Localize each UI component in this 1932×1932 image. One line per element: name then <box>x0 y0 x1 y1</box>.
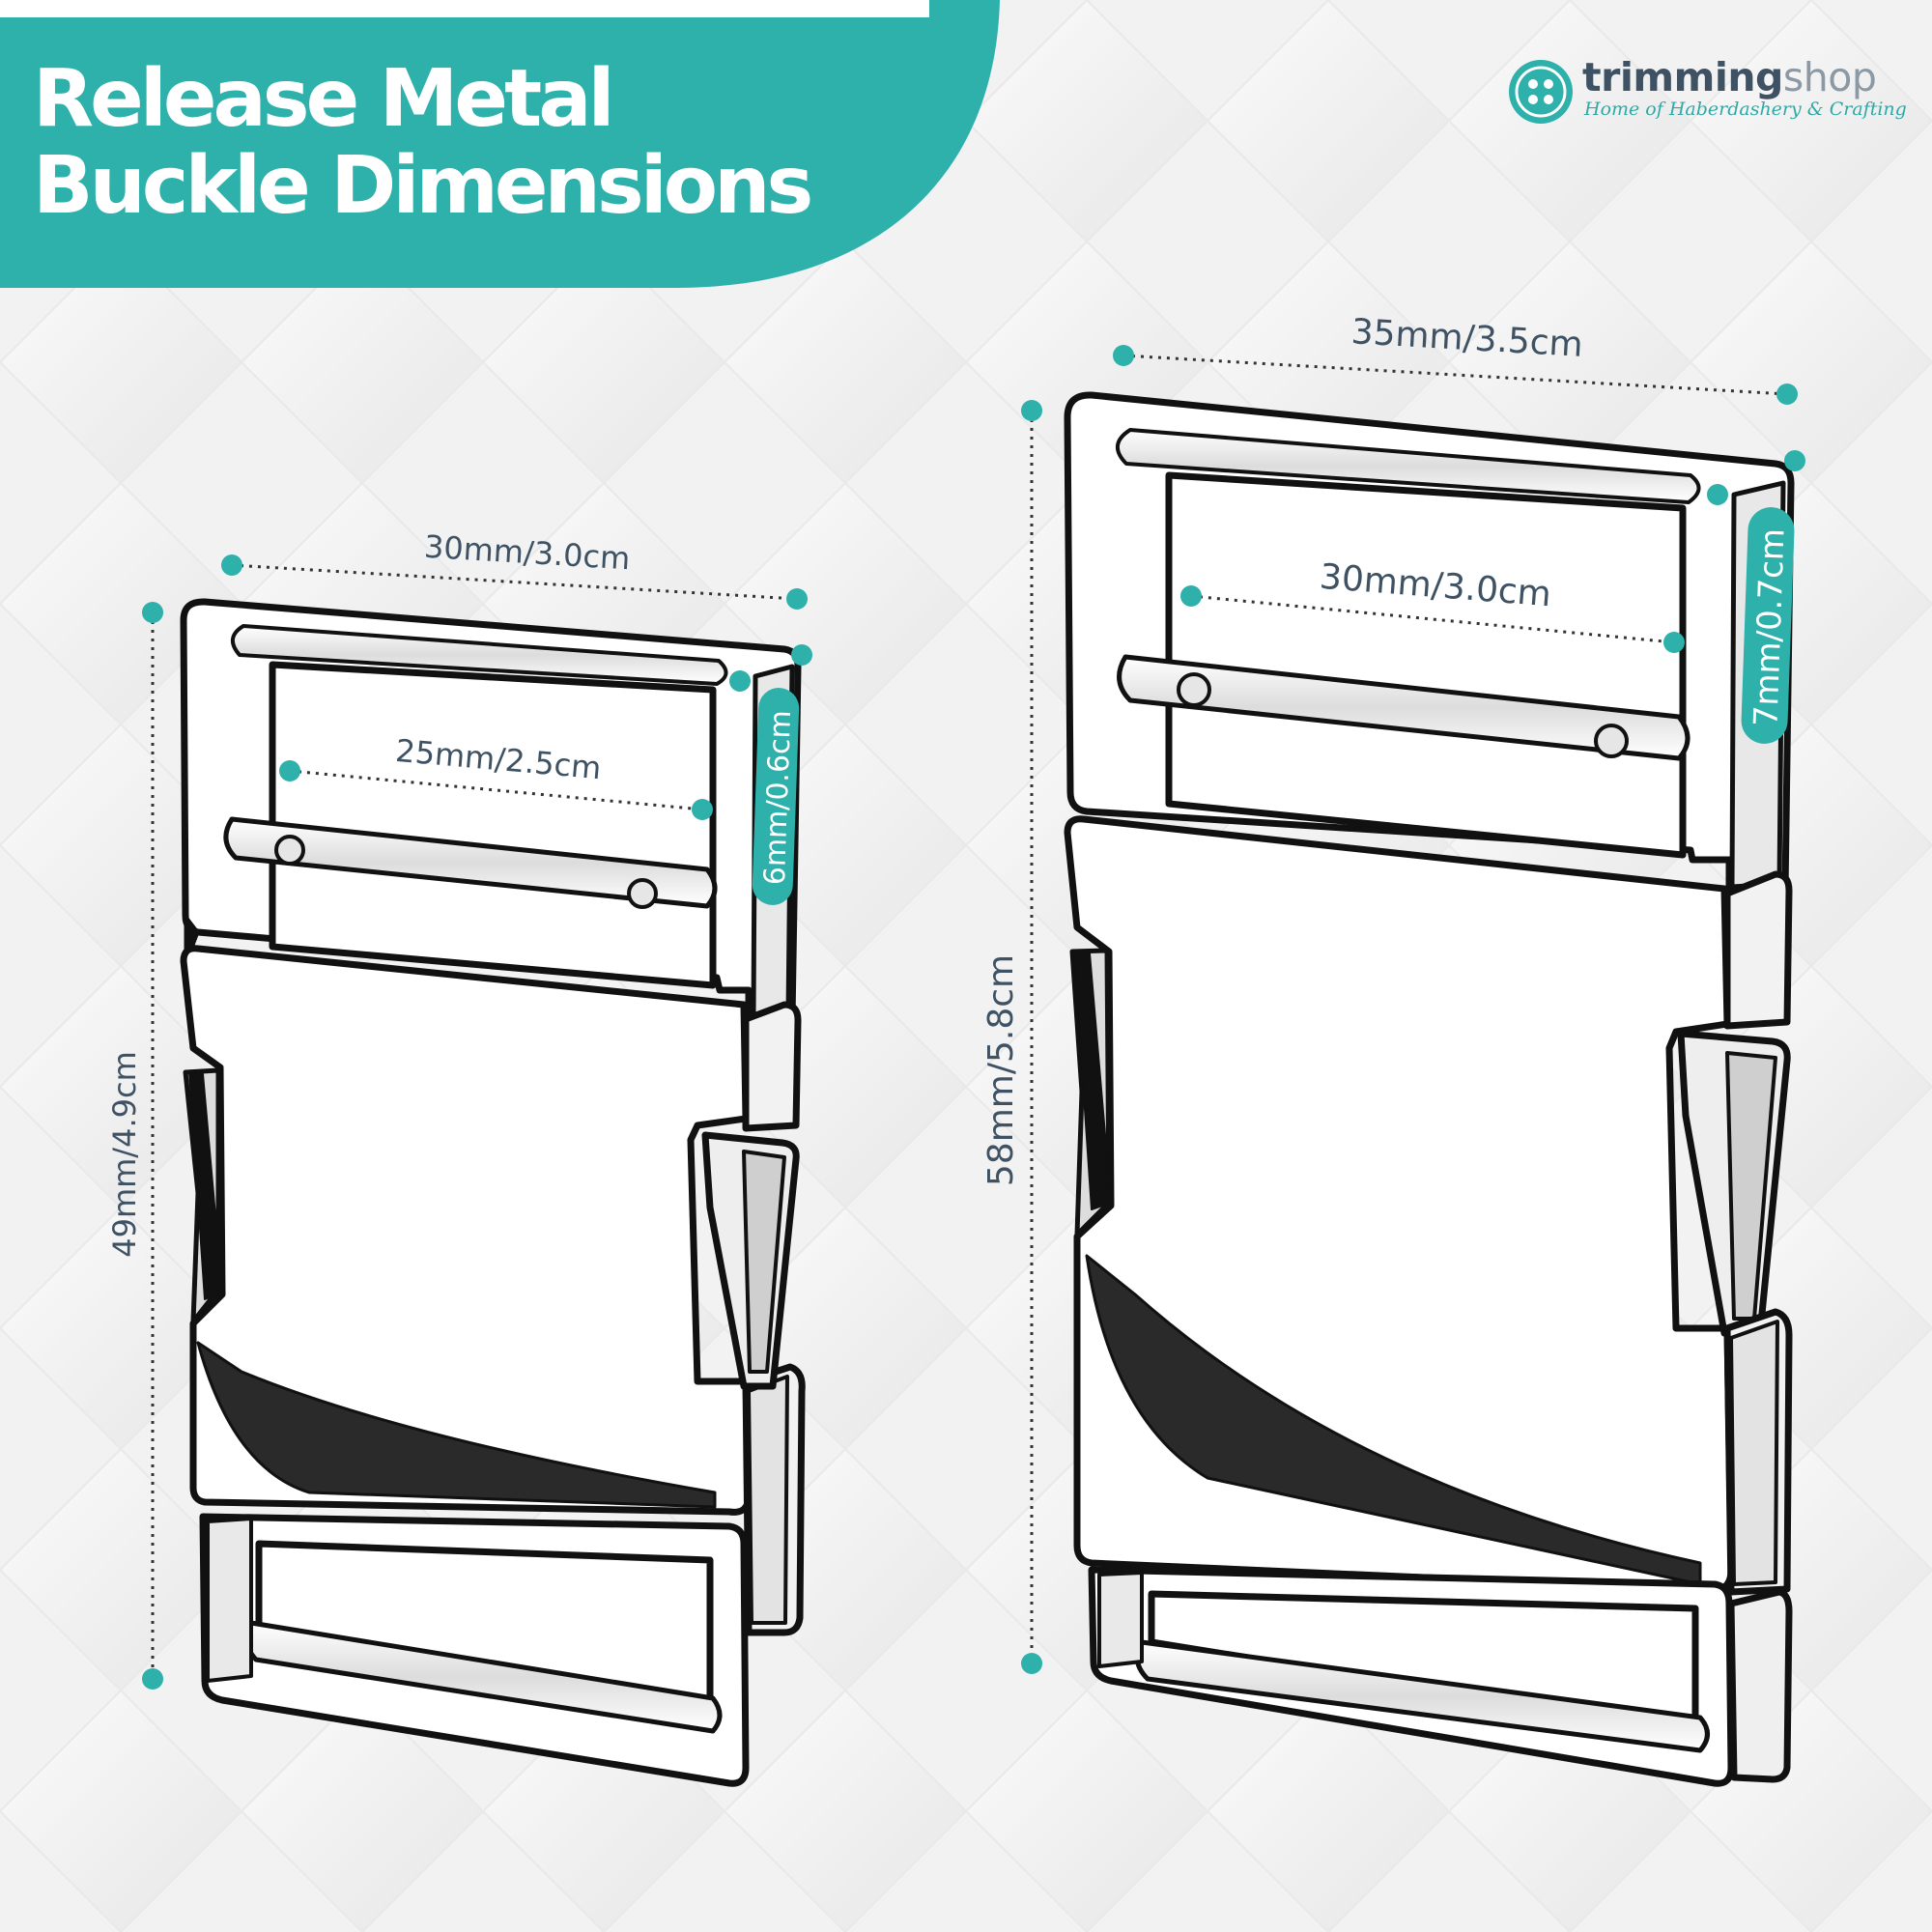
small-height-dot-top <box>142 602 163 623</box>
brand-tagline: Home of Haberdashery & Crafting <box>1584 99 1907 120</box>
small-width-dot-left <box>221 554 242 576</box>
button-logo-icon <box>1509 60 1573 124</box>
small-height-dot-bottom <box>142 1668 163 1690</box>
large-height-dot-bottom <box>1021 1653 1042 1674</box>
large-inner-dot-right <box>1663 632 1685 653</box>
large-thickness-pill <box>1741 507 1795 744</box>
large-dimension-lines: 35mm/3.5cm 30mm/3.0cm 58mm/5.8cm 7mm/0.7… <box>981 312 1805 1674</box>
small-width-dot-right <box>786 588 808 610</box>
large-width-dot-left <box>1113 345 1134 366</box>
large-height-dot-top <box>1021 400 1042 421</box>
large-width-dot-right <box>1776 384 1798 405</box>
large-height-label: 58mm/5.8cm <box>981 954 1021 1186</box>
small-inner-dot-right <box>692 799 713 820</box>
small-thickness-pill <box>752 688 800 905</box>
brand-name-bold: trimming <box>1582 54 1783 100</box>
header-banner <box>0 0 1000 288</box>
large-overall-width-label: 35mm/3.5cm <box>1350 312 1584 365</box>
large-thickness-label: 7mm/0.7cm <box>1747 527 1792 726</box>
brand-name-light: shop <box>1782 54 1877 100</box>
small-thickness-dot-inner <box>729 670 751 692</box>
small-buckle-illustration <box>180 598 806 1787</box>
trimmingshop-logo: trimmingshop Home of Haberdashery & Craf… <box>1507 54 1907 131</box>
small-height-label: 49mm/4.9cm <box>106 1051 143 1258</box>
small-overall-width-label: 30mm/3.0cm <box>423 528 631 578</box>
large-inner-dot-left <box>1180 585 1202 607</box>
small-thickness-dot-top <box>791 644 812 666</box>
brand-name: trimmingshop <box>1582 54 1877 100</box>
page-title-line-1: Release Metal <box>33 53 615 145</box>
page-title-line-2: Buckle Dimensions <box>33 140 813 232</box>
large-thickness-dot-top <box>1784 450 1805 471</box>
small-thickness-label: 6mm/0.6cm <box>758 710 798 886</box>
small-inner-dot-left <box>279 760 300 781</box>
large-thickness-dot-inner <box>1707 484 1728 505</box>
